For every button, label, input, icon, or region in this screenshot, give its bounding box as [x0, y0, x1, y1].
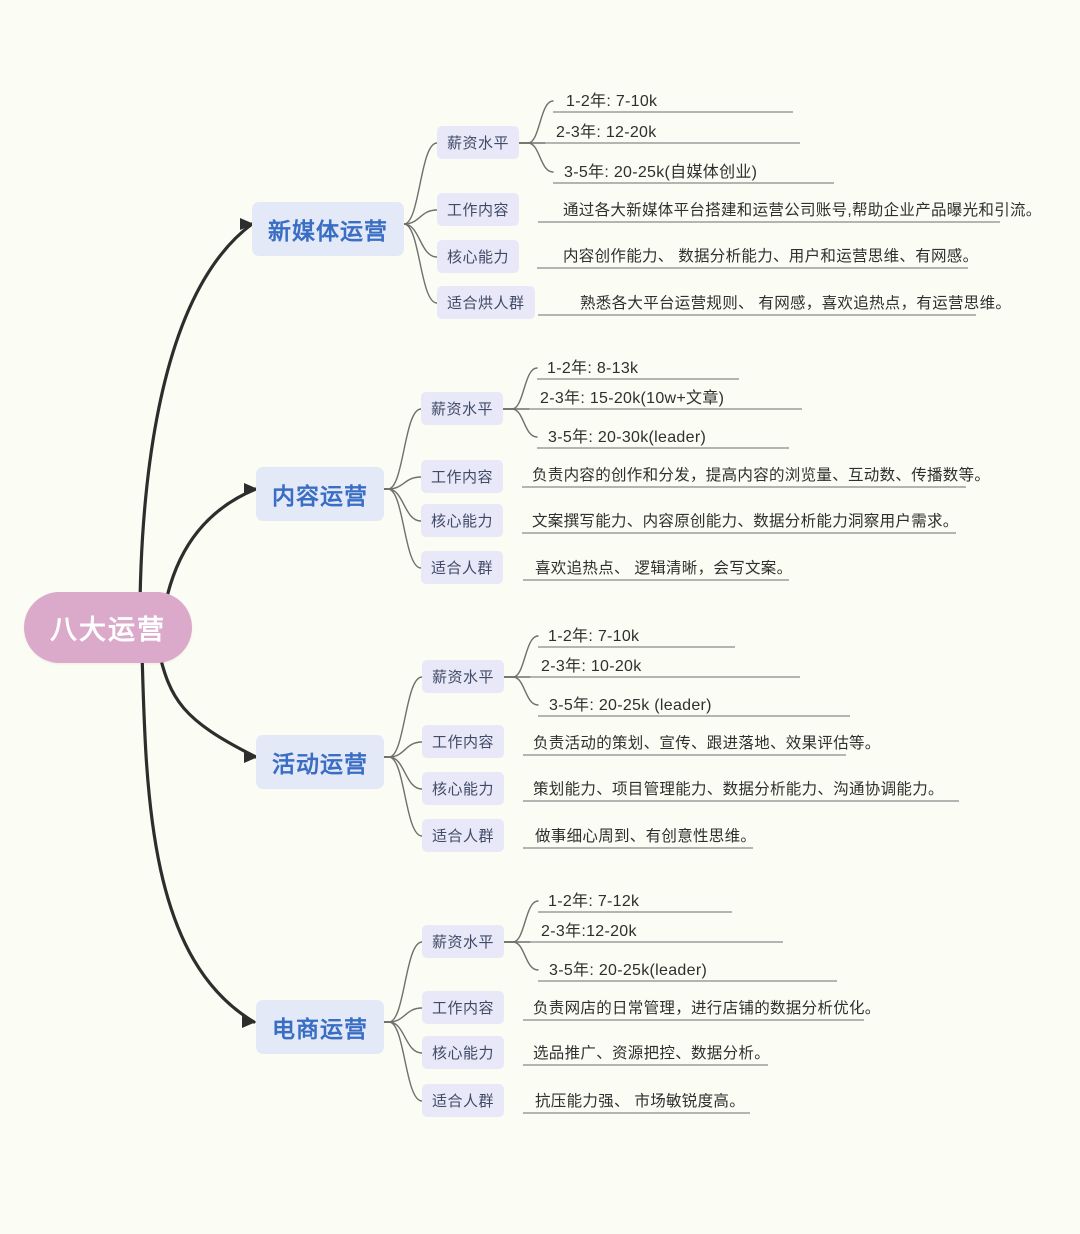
category-label: 薪资水平: [447, 135, 510, 152]
leaf-new-media-salary-1: 1-2年: 7-10k: [566, 93, 658, 110]
leaf-ecommerce-ops-salary-3: 3-5年: 20-25k(leader): [549, 962, 708, 979]
leaf-event-ops-core-skills: 策划能力、项目管理能力、数据分析能力、沟通协调能力。: [533, 781, 944, 798]
category-node-event-ops-salary[interactable]: 薪资水平: [422, 660, 505, 693]
root-node[interactable]: 八大运营: [24, 592, 192, 663]
leaf-ecommerce-ops-job-content: 负责网店的日常管理，进行店铺的数据分析优化。: [533, 1000, 881, 1017]
category-node-new-media-salary[interactable]: 薪资水平: [437, 126, 520, 159]
category-label: 核心能力: [431, 513, 494, 530]
category-label: 适合人群: [431, 560, 494, 577]
branch-node-content-ops[interactable]: 内容运营: [256, 467, 384, 521]
branch-label-ecommerce-ops: 电商运营: [272, 1016, 368, 1042]
branch-node-event-ops[interactable]: 活动运营: [256, 735, 384, 789]
leaf-ecommerce-ops-core-skills: 选品推广、资源把控、数据分析。: [533, 1045, 771, 1062]
leaf-content-ops-salary-3: 3-5年: 20-30k(leader): [548, 429, 707, 446]
category-node-event-ops-core-skills[interactable]: 核心能力: [422, 772, 505, 805]
main-edge-new-media: [138, 222, 254, 657]
branch-arrowheads: [240, 218, 258, 1028]
category-label: 适合烘人群: [447, 295, 525, 312]
category-node-new-media-suitable-people[interactable]: 适合烘人群: [437, 286, 535, 319]
category-label: 核心能力: [432, 1045, 495, 1062]
leaf-content-ops-salary-2: 2-3年: 15-20k(10w+文章): [540, 390, 725, 407]
category-label: 薪资水平: [432, 669, 495, 686]
category-label: 工作内容: [432, 734, 495, 751]
leaf-ecommerce-ops-salary-1: 1-2年: 7-12k: [548, 893, 640, 910]
category-label: 适合人群: [432, 828, 495, 845]
category-label: 核心能力: [447, 249, 510, 266]
category-node-content-ops-salary[interactable]: 薪资水平: [421, 392, 504, 425]
leaf-event-ops-salary-2: 2-3年: 10-20k: [541, 658, 642, 675]
branch-label-new-media: 新媒体运营: [268, 218, 388, 244]
leaf-ecommerce-ops-salary-2: 2-3年:12-20k: [541, 923, 637, 940]
category-node-new-media-core-skills[interactable]: 核心能力: [437, 240, 520, 273]
root-label: 八大运营: [50, 615, 166, 645]
category-node-new-media-job-content[interactable]: 工作内容: [437, 193, 520, 226]
category-label: 工作内容: [431, 469, 494, 486]
leaf-new-media-job-content: 通过各大新媒体平台搭建和运营公司账号,帮助企业产品曝光和引流。: [563, 202, 1042, 219]
branch-node-new-media[interactable]: 新媒体运营: [252, 202, 404, 256]
category-node-ecommerce-ops-salary[interactable]: 薪资水平: [422, 925, 505, 958]
leaf-event-ops-suitable-people: 做事细心周到、有创意性思维。: [535, 828, 757, 845]
category-node-content-ops-core-skills[interactable]: 核心能力: [421, 504, 504, 537]
category-node-content-ops-suitable-people[interactable]: 适合人群: [421, 551, 504, 584]
leaf-content-ops-suitable-people: 喜欢追热点、 逻辑清晰，会写文案。: [535, 560, 793, 577]
main-edge-ecommerce-ops: [140, 650, 256, 1024]
category-label: 薪资水平: [432, 934, 495, 951]
leaf-new-media-core-skills: 内容创作能力、 数据分析能力、用户和运营思维、有网感。: [563, 248, 979, 265]
category-node-ecommerce-ops-core-skills[interactable]: 核心能力: [422, 1036, 505, 1069]
leaf-content-ops-job-content: 负责内容的创作和分发，提高内容的浏览量、互动数、传播数等。: [532, 467, 991, 484]
leaf-ecommerce-ops-suitable-people: 抗压能力强、 市场敏锐度高。: [535, 1093, 746, 1110]
category-node-content-ops-job-content[interactable]: 工作内容: [421, 460, 504, 493]
leaf-event-ops-job-content: 负责活动的策划、宣传、跟进落地、效果评估等。: [533, 735, 881, 752]
category-label: 工作内容: [447, 202, 510, 219]
main-edge-event-ops: [156, 646, 258, 759]
leaf-content-ops-core-skills: 文案撰写能力、内容原创能力、数据分析能力洞察用户需求。: [532, 513, 959, 530]
category-node-ecommerce-ops-job-content[interactable]: 工作内容: [422, 991, 505, 1024]
category-node-ecommerce-ops-suitable-people[interactable]: 适合人群: [422, 1084, 505, 1117]
category-label: 薪资水平: [431, 401, 494, 418]
leaf-new-media-salary-3: 3-5年: 20-25k(自媒体创业): [564, 164, 758, 181]
leaf-event-ops-salary-3: 3-5年: 20-25k (leader): [549, 697, 712, 714]
leaf-new-media-salary-2: 2-3年: 12-20k: [556, 124, 657, 141]
category-label: 工作内容: [432, 1000, 495, 1017]
category-label: 核心能力: [432, 781, 495, 798]
category-node-event-ops-suitable-people[interactable]: 适合人群: [422, 819, 505, 852]
branch-label-event-ops: 活动运营: [272, 751, 368, 777]
leaf-new-media-suitable-people: 熟悉各大平台运营规则、 有网感，喜欢追热点，有运营思维。: [580, 295, 1012, 312]
branch-node-ecommerce-ops[interactable]: 电商运营: [256, 1000, 384, 1054]
leaf-content-ops-salary-1: 1-2年: 8-13k: [547, 360, 639, 377]
branch-label-content-ops: 内容运营: [272, 483, 368, 509]
category-label: 适合人群: [432, 1093, 495, 1110]
arrowhead-ecommerce-ops: [242, 1016, 256, 1028]
leaf-event-ops-salary-1: 1-2年: 7-10k: [548, 628, 640, 645]
category-node-event-ops-job-content[interactable]: 工作内容: [422, 725, 505, 758]
